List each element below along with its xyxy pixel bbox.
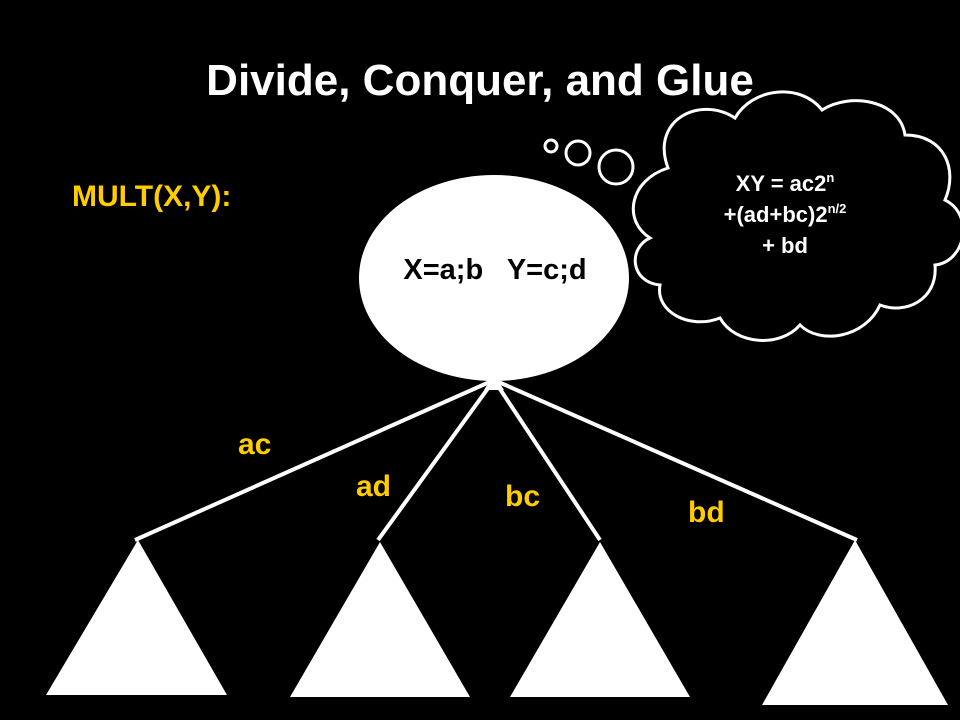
edge-bd [493, 378, 858, 542]
thought-trail-dot-small [543, 138, 559, 154]
thought-trail-dot-medium [564, 139, 592, 167]
subproblem-triangles [46, 540, 948, 705]
edge-ad [376, 378, 496, 542]
subproblem-triangle-icon [762, 540, 948, 705]
node-label: X=a;b Y=c;d [403, 254, 587, 286]
thought-trail-dot-large [597, 148, 635, 186]
edge-label-ac: ac [238, 428, 272, 461]
thought-text: XY = ac2n +(ad+bc)2n/2 + bd [680, 168, 890, 261]
thought-line-1: XY = ac2n [735, 170, 835, 196]
slide-title: Divide, Conquer, and Glue [206, 56, 754, 105]
subproblem-triangle-icon [46, 540, 227, 695]
arrowhead-icon [484, 374, 504, 390]
edge-label-bc: bc [505, 480, 541, 513]
root-node [359, 175, 629, 381]
thought-line-3: + bd [762, 233, 808, 258]
subproblem-triangle-icon [290, 542, 470, 697]
thought-bubble-icon [631, 90, 960, 342]
thought-line-2: +(ad+bc)2n/2 [723, 201, 847, 227]
function-label: MULT(X,Y): [72, 180, 232, 213]
edge-label-bd: bd [688, 496, 725, 529]
subproblem-triangle-icon [510, 542, 690, 697]
arrowheads [484, 374, 504, 390]
edge-label-ad: ad [356, 470, 392, 503]
edge-ac [134, 378, 495, 542]
tree-edges [134, 378, 858, 542]
edge-bc [492, 378, 602, 542]
